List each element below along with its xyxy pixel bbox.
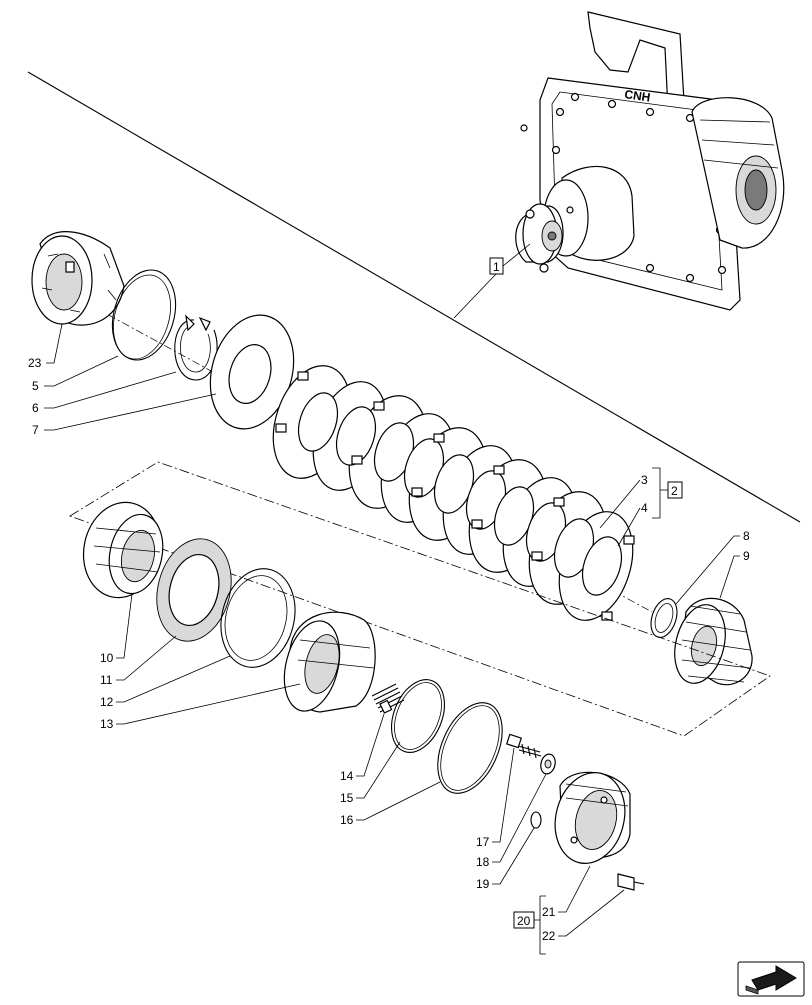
callout-6: 6 (32, 401, 39, 415)
callout-23: 23 (28, 356, 42, 370)
part-7-thrust-washer (209, 314, 295, 430)
part-19-o-ring (530, 811, 542, 829)
part-23-carrier (31, 231, 125, 326)
transmission-housing: CNH (515, 11, 785, 311)
clutch-disc-stack (272, 365, 635, 621)
part-9-gear (674, 597, 753, 686)
callout-21: 21 (542, 905, 556, 919)
callout-12: 12 (100, 695, 114, 709)
part-22-screw (617, 873, 645, 891)
callout-8: 8 (743, 529, 750, 543)
part-6-circlip (174, 314, 218, 381)
part-13-piston (283, 611, 376, 713)
part-18-washer (540, 753, 556, 775)
assembly-frame (69, 461, 771, 737)
callout-5: 5 (32, 379, 39, 393)
callout-19: 19 (476, 877, 490, 891)
part-12-washer (220, 568, 296, 668)
callout-20: 20 (517, 914, 531, 928)
part-14-spring (371, 683, 405, 714)
callout-18: 18 (476, 855, 490, 869)
callout-22: 22 (542, 929, 556, 943)
callout-7: 7 (32, 423, 39, 437)
callout-15: 15 (340, 791, 354, 805)
callout-16: 16 (340, 813, 354, 827)
housing-logo: CNH (624, 87, 652, 104)
part-11-disc-spring (156, 538, 232, 642)
callout-13: 13 (100, 717, 114, 731)
callout-17: 17 (476, 835, 490, 849)
part-17-bolt (505, 733, 542, 759)
part-5-snap-ring (111, 269, 177, 361)
callout-14: 14 (340, 769, 354, 783)
separator-line (27, 71, 801, 523)
callout-2: 2 (671, 484, 678, 498)
next-page-arrow-icon (745, 965, 797, 995)
part-8-ring (650, 598, 678, 638)
part-16-o-ring (437, 702, 503, 794)
callout-3: 3 (641, 473, 648, 487)
callout-10: 10 (100, 651, 114, 665)
callout-1: 1 (493, 260, 500, 274)
callout-9: 9 (743, 549, 750, 563)
part-15-o-ring (391, 679, 445, 753)
part-21-cylinder (554, 771, 631, 864)
callout-4: 4 (641, 501, 648, 515)
next-page-arrow-button[interactable] (737, 961, 805, 997)
part-10-piston-hub (82, 501, 164, 599)
callout-11: 11 (100, 673, 113, 687)
